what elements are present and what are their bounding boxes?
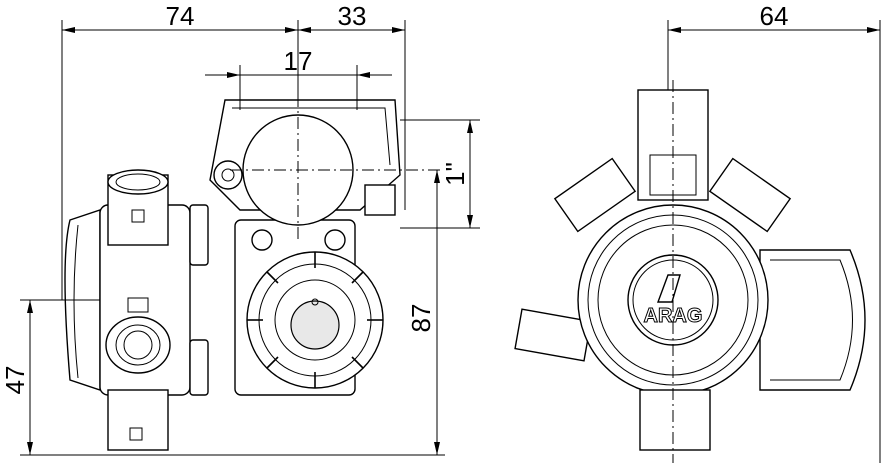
- dim-1-inch: 1": [440, 162, 470, 186]
- dim-33: 33: [338, 1, 367, 31]
- dim-87: 87: [406, 304, 436, 333]
- dim-74: 74: [166, 1, 195, 31]
- side-view: ARAG: [514, 80, 866, 463]
- dim-64: 64: [760, 1, 789, 31]
- dimension-lines: [20, 20, 881, 463]
- dim-17: 17: [284, 46, 313, 76]
- dimension-labels: 74 33 17 64 1" 87 47: [0, 1, 788, 394]
- front-view: [64, 95, 440, 451]
- dim-47: 47: [0, 366, 30, 395]
